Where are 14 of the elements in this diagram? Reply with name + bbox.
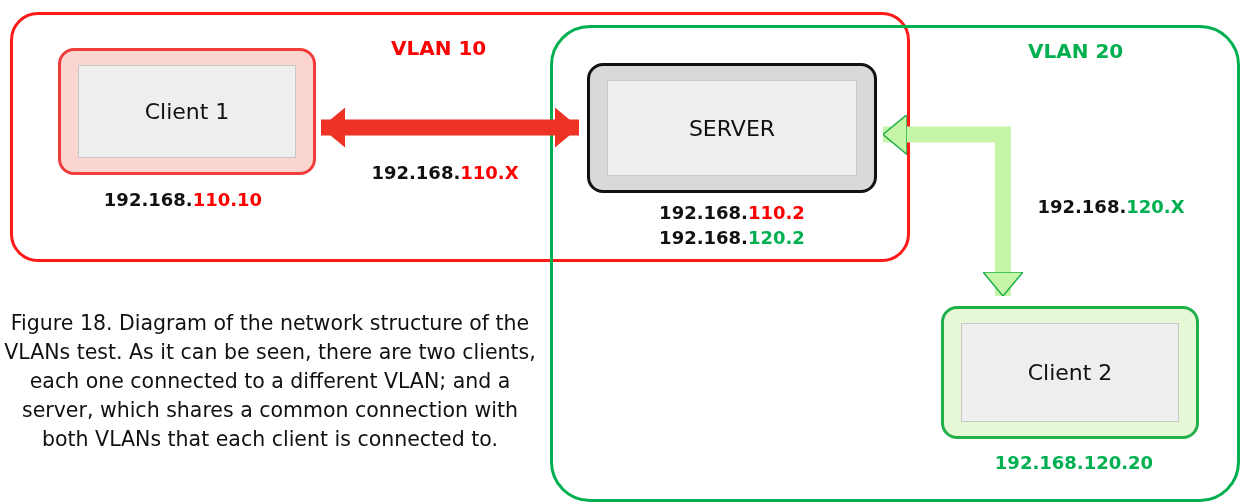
block-arrow xyxy=(321,107,579,148)
ip-address: 192.168.120.20 xyxy=(994,451,1154,475)
host-label: SERVER xyxy=(688,114,776,143)
host-label: Client 1 xyxy=(144,98,230,126)
ip-address: 192.168.120.2 xyxy=(659,226,805,250)
host-label: Client 2 xyxy=(1027,359,1113,387)
host-box xyxy=(587,63,877,193)
region-label: VLAN 20 xyxy=(1028,38,1124,65)
block-arrow xyxy=(882,113,1024,297)
region-label: VLAN 10 xyxy=(391,35,487,62)
host-box xyxy=(941,306,1199,439)
ip-address: 192.168.110.2 xyxy=(659,201,805,225)
ip-address: 192.168.110.10 xyxy=(103,188,263,212)
host-box xyxy=(58,48,316,175)
